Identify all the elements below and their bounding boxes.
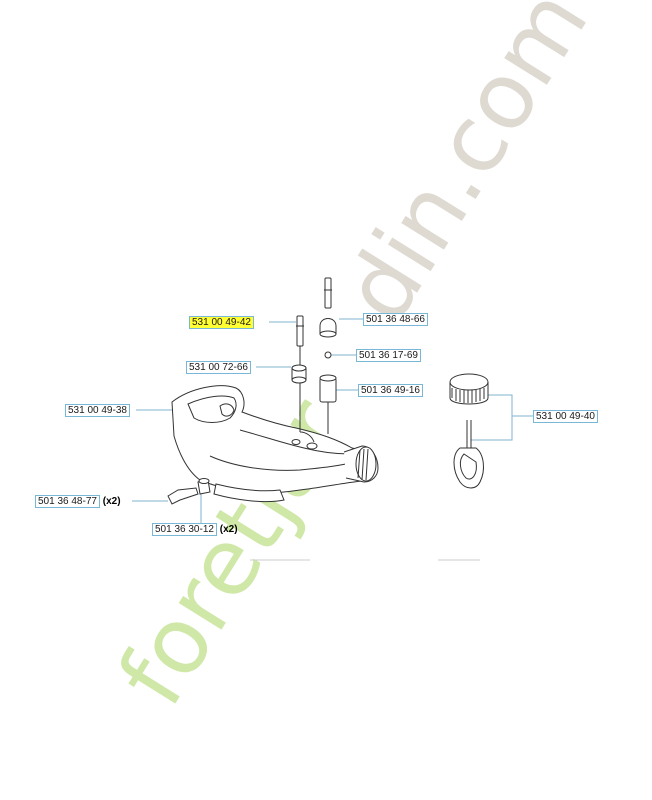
part-label-531-00-49-42[interactable]: 531 00 49-42	[189, 316, 254, 329]
part-label-501-36-49-16[interactable]: 501 36 49-16	[358, 384, 423, 397]
part-label-531-00-49-38[interactable]: 531 00 49-38	[65, 404, 130, 417]
part-label-531-00-72-66[interactable]: 531 00 72-66	[186, 361, 251, 374]
part-label-531-00-49-40[interactable]: 531 00 49-40	[533, 410, 598, 423]
screw-part	[167, 478, 211, 505]
part-number: 501 36 17-69	[359, 350, 418, 361]
grommet-part	[291, 364, 307, 384]
part-number: 531 00 49-42	[192, 317, 251, 328]
part-number: 501 36 48-66	[366, 314, 425, 325]
part-number: 501 36 48-77	[38, 496, 97, 507]
leader-lines	[132, 318, 533, 523]
part-number: 531 00 72-66	[189, 362, 248, 373]
part-row-501-36-48-77: 501 36 48-77 (x2)	[35, 495, 121, 508]
fuel-tank-drawing	[171, 385, 379, 503]
watermark: foretjar din.com	[98, 0, 609, 724]
part-label-501-36-17-69[interactable]: 501 36 17-69	[356, 349, 421, 362]
watermark-text-gray: din.com	[323, 0, 609, 340]
part-quantity: (x2)	[219, 524, 238, 535]
part-number: 531 00 49-40	[536, 411, 595, 422]
part-label-501-36-48-77[interactable]: 501 36 48-77	[35, 495, 100, 508]
part-quantity: (x2)	[102, 496, 121, 507]
valve-stack-part	[319, 277, 337, 434]
part-number: 501 36 30-12	[155, 524, 214, 535]
fuel-cap-part	[449, 373, 489, 489]
part-number: 531 00 49-38	[68, 405, 127, 416]
part-number: 501 36 49-16	[361, 385, 420, 396]
part-label-501-36-48-66[interactable]: 501 36 48-66	[363, 313, 428, 326]
part-label-501-36-30-12[interactable]: 501 36 30-12	[152, 523, 217, 536]
part-row-501-36-30-12: 501 36 30-12 (x2)	[152, 523, 238, 536]
pin-part	[296, 315, 304, 432]
